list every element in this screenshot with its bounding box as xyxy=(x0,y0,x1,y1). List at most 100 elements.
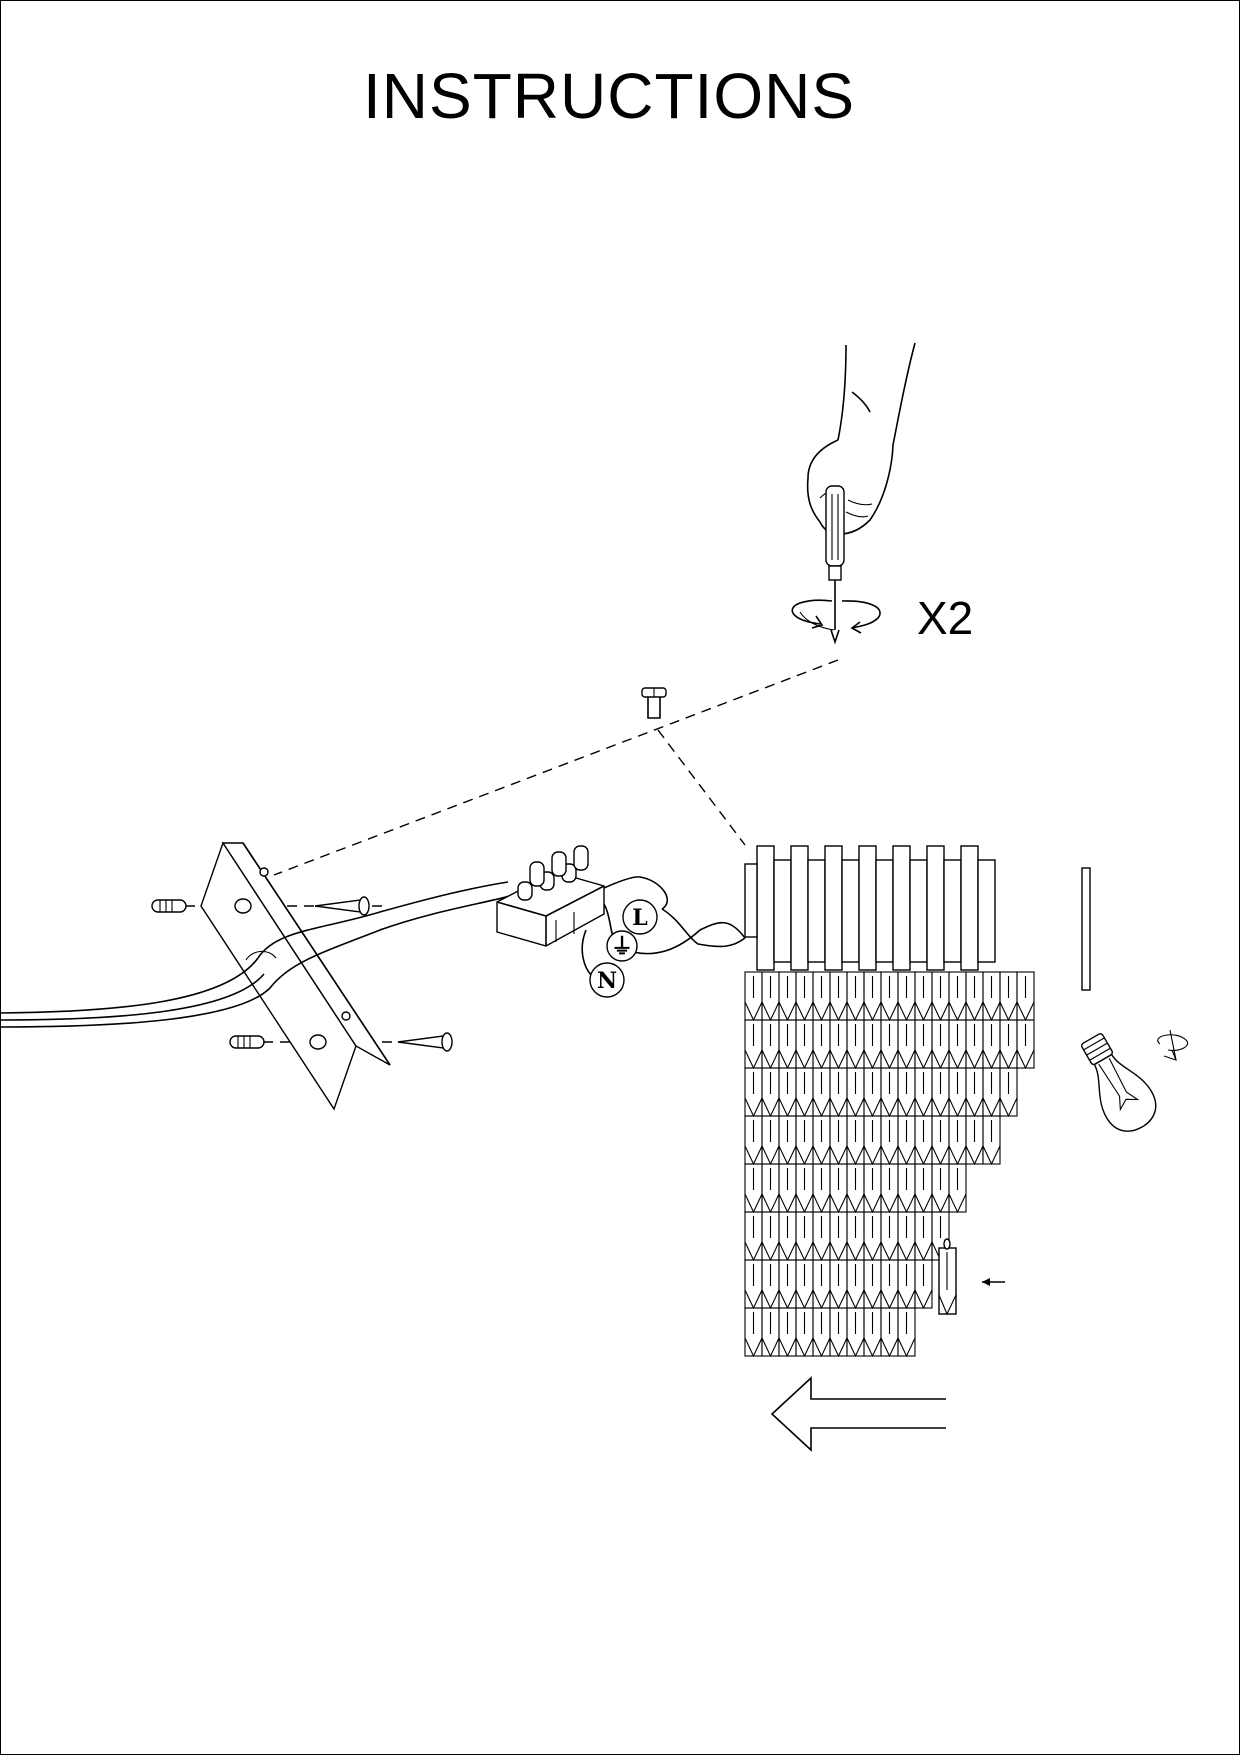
crystal-prism xyxy=(829,1259,848,1310)
crystal-prism xyxy=(931,1067,950,1118)
lamp-panel xyxy=(943,859,962,963)
crystal-prism xyxy=(744,1259,763,1310)
crystal-prism xyxy=(897,1019,916,1070)
crystal-prism xyxy=(761,1259,780,1310)
crystal-prism xyxy=(829,1067,848,1118)
crystal-prism xyxy=(965,971,984,1022)
crystal-prism xyxy=(931,1115,950,1166)
crystal-prism xyxy=(744,1307,763,1358)
crystal-prism xyxy=(778,971,797,1022)
lamp-panel xyxy=(807,859,826,963)
crystal-prism xyxy=(880,1259,899,1310)
lamp-panel xyxy=(790,845,809,971)
wall-plug-icon xyxy=(151,899,265,1049)
quantity-label: X2 xyxy=(917,592,974,644)
crystal-prism xyxy=(948,971,967,1022)
crystal-prism xyxy=(778,1259,797,1310)
crystal-prism xyxy=(897,1163,916,1214)
crystal-prism xyxy=(880,971,899,1022)
crystal-prism xyxy=(914,1115,933,1166)
crystal-prism xyxy=(744,1211,763,1262)
svg-text:L: L xyxy=(632,905,647,931)
crystal-prism xyxy=(778,1019,797,1070)
crystal-prism-icon xyxy=(938,1238,1005,1316)
crystal-prism xyxy=(744,1115,763,1166)
terminal-block-icon xyxy=(496,845,605,947)
crystal-prism xyxy=(965,1019,984,1070)
crystal-prism xyxy=(761,1163,780,1214)
crystal-prism xyxy=(880,1307,899,1358)
lamp-panel xyxy=(858,845,877,971)
crystal-prism xyxy=(965,1115,984,1166)
crystal-prism xyxy=(829,1163,848,1214)
crystal-prism xyxy=(795,1307,814,1358)
crystal-prism xyxy=(846,971,865,1022)
crystal-prism xyxy=(812,1115,831,1166)
crystal-prism xyxy=(812,1163,831,1214)
crystal-prism xyxy=(880,1211,899,1262)
crystal-prism xyxy=(999,1067,1018,1118)
crystal-prism xyxy=(982,1019,1001,1070)
crystal-prism xyxy=(744,1067,763,1118)
rotate-arrows-icon xyxy=(791,599,881,634)
crystal-prism xyxy=(795,971,814,1022)
crystal-prism xyxy=(897,1259,916,1310)
crystal-prism xyxy=(948,1067,967,1118)
crystal-prism xyxy=(1016,1019,1035,1070)
crystal-prism xyxy=(965,1067,984,1118)
crystal-prism xyxy=(846,1067,865,1118)
crystal-prism xyxy=(829,1307,848,1358)
crystal-prism xyxy=(863,1019,882,1070)
crystal-prism xyxy=(795,1115,814,1166)
crystal-prism xyxy=(897,1115,916,1166)
crystal-prism xyxy=(846,1019,865,1070)
crystal-prism xyxy=(863,1307,882,1358)
mounting-bracket-icon xyxy=(200,841,391,1111)
crystal-prism xyxy=(846,1259,865,1310)
crystal-prism xyxy=(897,1211,916,1262)
crystal-prism xyxy=(846,1307,865,1358)
lamp-panel xyxy=(841,859,860,963)
crystal-prism xyxy=(914,1259,933,1310)
crystal-prism xyxy=(982,1067,1001,1118)
crystal-prism xyxy=(761,1115,780,1166)
crystal-prism xyxy=(812,1259,831,1310)
crystal-prism xyxy=(744,971,763,1022)
crystal-prism xyxy=(846,1115,865,1166)
direction-arrow-icon xyxy=(770,1376,946,1452)
crystal-lamp xyxy=(744,845,1091,1358)
crystal-prism xyxy=(846,1163,865,1214)
crystal-prism xyxy=(778,1067,797,1118)
crystal-prism xyxy=(999,971,1018,1022)
crystal-prism xyxy=(812,1067,831,1118)
crystal-prism xyxy=(744,1019,763,1070)
crystal-prism xyxy=(931,1019,950,1070)
crystal-prism xyxy=(795,1067,814,1118)
lamp-panel xyxy=(875,859,894,963)
svg-text:N: N xyxy=(597,968,617,994)
crystal-prism xyxy=(812,1211,831,1262)
crystal-prism xyxy=(778,1211,797,1262)
page-title: INSTRUCTIONS xyxy=(363,60,855,132)
lamp-panel xyxy=(926,845,945,971)
crystal-prism xyxy=(795,1163,814,1214)
lamp-panel xyxy=(1081,867,1091,991)
crystal-prism xyxy=(778,1163,797,1214)
crystal-prism xyxy=(914,1019,933,1070)
lamp-panel xyxy=(824,845,843,971)
crystal-prism xyxy=(761,971,780,1022)
crystal-prism xyxy=(812,1019,831,1070)
crystal-prism xyxy=(761,1307,780,1358)
crystal-prism xyxy=(1016,971,1035,1022)
crystal-prism xyxy=(914,1163,933,1214)
crystal-prism xyxy=(880,1019,899,1070)
crystal-prism xyxy=(880,1067,899,1118)
screw-icon xyxy=(641,687,667,719)
crystal-prism xyxy=(761,1067,780,1118)
crystal-prism xyxy=(948,1115,967,1166)
crystal-prism xyxy=(812,971,831,1022)
cable xyxy=(0,881,511,1028)
crystal-prism xyxy=(897,1307,916,1358)
svg-text:⏚: ⏚ xyxy=(611,934,633,960)
